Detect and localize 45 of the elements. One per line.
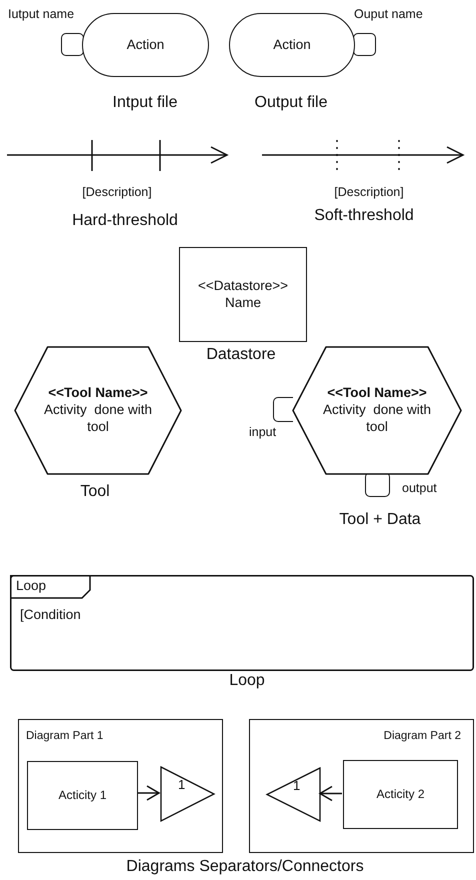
arrow xyxy=(319,786,342,802)
process-box xyxy=(343,760,458,829)
loop-frame xyxy=(10,575,474,671)
connector-triangle xyxy=(160,766,215,822)
connector-number: 1 xyxy=(293,778,300,794)
frame-tab-label: Loop xyxy=(16,578,46,594)
caption: Loop xyxy=(229,671,265,690)
activity-label: Acticity 1 xyxy=(58,788,106,803)
arrow xyxy=(137,785,160,801)
pin-label: Ouput name xyxy=(354,7,423,22)
action-label: Action xyxy=(273,36,311,54)
diagram-part-frame xyxy=(249,719,474,853)
activity-text: Activity done with tool xyxy=(322,402,432,436)
activity-text: Activity done with tool xyxy=(42,402,154,436)
process-box xyxy=(179,247,307,342)
description-label: [Description] xyxy=(334,185,404,200)
caption: Hard-threshold xyxy=(72,211,178,230)
part-title: Diagram Part 1 xyxy=(26,730,104,744)
pin-box xyxy=(353,33,376,56)
tool-name: <<Tool Name>> xyxy=(327,385,427,402)
pin-label: input xyxy=(249,425,276,440)
caption: Datastore xyxy=(206,345,276,364)
datastore-label: <<Datastore>> Name xyxy=(196,278,290,312)
caption: Tool xyxy=(80,482,110,502)
diagram-part-frame xyxy=(18,719,223,853)
activity-label: Acticity 2 xyxy=(376,787,424,802)
caption: Diagrams Separators/Connectors xyxy=(126,857,364,876)
tool-name: <<Tool Name>> xyxy=(48,385,148,402)
pin-label: output xyxy=(402,481,437,496)
connector-number: 1 xyxy=(178,777,186,793)
description-label: [Description] xyxy=(82,185,152,200)
pin-box xyxy=(273,397,293,422)
caption: Tool + Data xyxy=(339,510,421,530)
process-box xyxy=(27,761,138,830)
caption: Soft-threshold xyxy=(314,206,414,226)
part-title: Diagram Part 2 xyxy=(384,730,461,744)
tool-hexagon xyxy=(14,346,182,475)
caption: Output file xyxy=(254,93,328,112)
action-label: Action xyxy=(126,36,164,54)
tool-hexagon xyxy=(292,346,462,475)
pin-box xyxy=(61,33,84,56)
condition-text: [Condition xyxy=(20,607,81,624)
pin-label: Iutput name xyxy=(8,7,74,22)
caption: Intput file xyxy=(112,93,178,112)
connector-triangle xyxy=(266,767,321,822)
